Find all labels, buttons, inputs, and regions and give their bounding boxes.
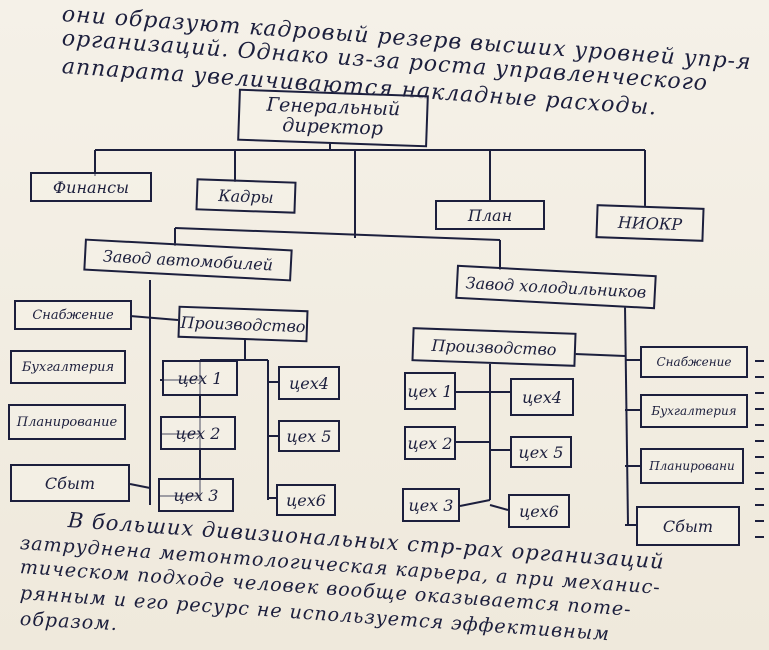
ceo-line-2: директор bbox=[282, 114, 384, 140]
auto-shop-6: цех6 bbox=[276, 484, 336, 516]
plan-box: План bbox=[435, 200, 545, 230]
fridge-shop-4: цех4 bbox=[510, 378, 574, 416]
auto-planning-box: Планирование bbox=[8, 404, 126, 440]
fridge-production-box: Производство bbox=[411, 327, 577, 367]
auto-shop-2: цех 2 bbox=[160, 416, 236, 450]
auto-accounting-box: Бухгалтерия bbox=[10, 350, 126, 384]
fridge-accounting-box: Бухгалтерия bbox=[640, 394, 748, 428]
fridge-sales-box: Сбыт bbox=[636, 506, 740, 546]
auto-shop-1: цех 1 bbox=[162, 360, 238, 396]
auto-production-box: Производство bbox=[177, 305, 309, 343]
auto-shop-5: цех 5 bbox=[278, 420, 340, 452]
auto-shop-4: цех4 bbox=[278, 366, 340, 400]
finance-box: Финансы bbox=[30, 172, 152, 202]
ceo-box: Генеральный директор bbox=[237, 88, 429, 148]
fridge-shop-1: цех 1 bbox=[404, 372, 456, 410]
fridge-shop-5: цех 5 bbox=[510, 436, 572, 468]
fridge-shop-6: цех6 bbox=[508, 494, 570, 528]
auto-shop-3: цех 3 bbox=[158, 478, 234, 512]
fridge-supply-box: Снабжение bbox=[640, 346, 748, 378]
auto-sales-box: Сбыт bbox=[10, 464, 130, 502]
fridge-shop-3: цех 3 bbox=[402, 488, 460, 522]
hr-box: Кадры bbox=[195, 178, 297, 214]
rnd-box: НИОКР bbox=[595, 204, 705, 242]
auto-supply-box: Снабжение bbox=[14, 300, 132, 330]
fridge-shop-2: цех 2 bbox=[404, 426, 456, 460]
edge-tick-marks bbox=[755, 360, 765, 650]
fridge-planning-box: Планировани bbox=[640, 448, 744, 484]
